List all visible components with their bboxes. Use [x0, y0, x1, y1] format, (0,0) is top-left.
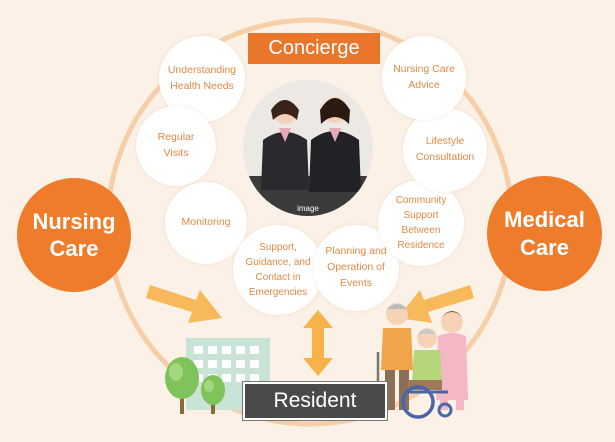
resident-label: Resident	[243, 382, 387, 420]
staff-photo	[243, 80, 373, 216]
service-community-support: Community Support Between Residence	[378, 180, 464, 266]
arrow-icon	[146, 285, 222, 323]
service-nursing-care-advice: Nursing Care Advice	[382, 36, 466, 120]
concierge-label: Concierge	[248, 33, 380, 64]
arrow-icon	[303, 310, 333, 376]
nursing-care-circle: Nursing Care	[17, 178, 131, 292]
medical-care-circle: Medical Care	[487, 176, 602, 291]
service-support-guidance-emergencies: Support, Guidance, and Contact in Emerge…	[233, 225, 323, 315]
elderly-people-icon	[376, 303, 468, 419]
service-monitoring: Monitoring	[165, 182, 247, 264]
service-lifestyle-consultation: Lifestyle Consultation	[403, 108, 487, 192]
tree-icon	[201, 375, 225, 414]
tree-icon	[165, 357, 199, 414]
service-regular-visits: Regular Visits	[136, 106, 216, 186]
photo-caption: image	[297, 204, 319, 213]
arrow-icon	[398, 285, 474, 323]
